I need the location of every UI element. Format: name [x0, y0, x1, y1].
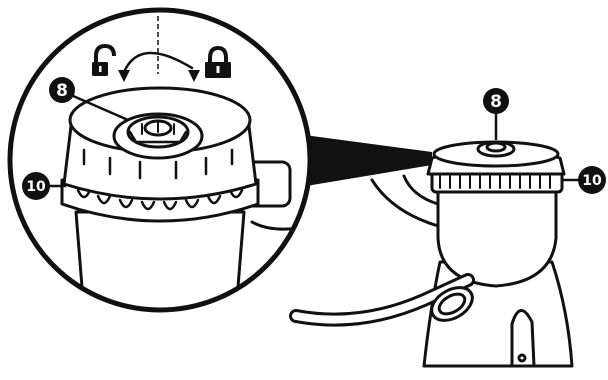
- zoom-detail: [38, 86, 302, 310]
- unlock-icon: [92, 43, 116, 76]
- callout-10-zoom: 10: [22, 172, 50, 200]
- callout-8-number: 8: [490, 92, 502, 112]
- callout-8-zoom: 8: [49, 77, 75, 103]
- callout-10-zoom-number: 10: [26, 179, 46, 195]
- rotate-arrows-icon: [118, 51, 200, 82]
- background-hose: [370, 178, 440, 228]
- zoom-circle-border: [7, 7, 313, 313]
- zoom-ring-scallops: [76, 188, 244, 211]
- pump-canister: [436, 184, 558, 288]
- front-hose-inner: [292, 276, 472, 324]
- pump-drain: [517, 353, 527, 363]
- lock-icon: [205, 45, 231, 78]
- filter-cap-center: [485, 141, 507, 153]
- callout-8-zoom-number: 8: [56, 81, 68, 101]
- pump-unit: [289, 140, 574, 368]
- housing-ring-ridges: [439, 175, 551, 189]
- zoom-connector: [282, 132, 432, 190]
- pump-window: [510, 309, 536, 368]
- background-hose: [402, 174, 440, 206]
- hose-clamp-inner: [437, 292, 467, 316]
- callout-8: 8: [483, 88, 509, 114]
- zoom-lid-notches: [82, 148, 234, 180]
- callout-leader: [63, 90, 129, 122]
- callout-10: 10: [578, 166, 606, 194]
- callout-10-number: 10: [582, 173, 602, 189]
